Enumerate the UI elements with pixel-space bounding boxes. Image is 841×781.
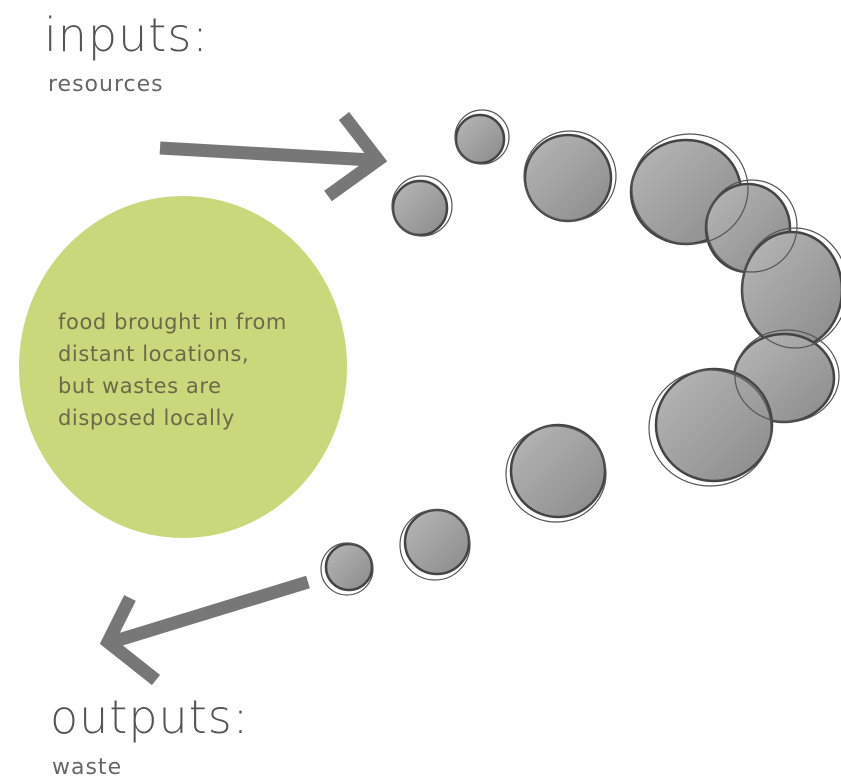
bubble [511,425,605,517]
output-arrow [108,582,308,680]
outputs-subtitle: waste [52,755,122,780]
bubble [656,369,772,481]
bubble-arc [326,115,841,590]
outputs-title: outputs: [50,690,249,744]
input-arrow [160,116,378,196]
